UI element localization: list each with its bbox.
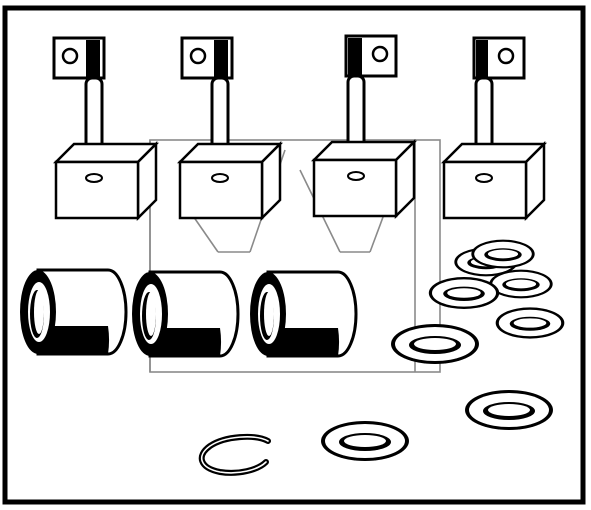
retaining-clip <box>198 433 271 476</box>
carbon-brush-4 <box>442 36 546 220</box>
bushing-1 <box>18 268 128 356</box>
carbon-brush-3 <box>312 34 416 218</box>
washer-7 <box>465 390 553 430</box>
carbon-brush-1 <box>52 36 158 220</box>
carbon-brush-2 <box>178 36 282 220</box>
washer-2 <box>471 239 535 269</box>
bushing-2 <box>130 270 240 358</box>
bushing-3 <box>248 270 358 358</box>
washer-6 <box>391 324 479 364</box>
washer-8 <box>321 421 409 461</box>
washer-4 <box>428 277 500 309</box>
washer-5 <box>495 307 565 339</box>
